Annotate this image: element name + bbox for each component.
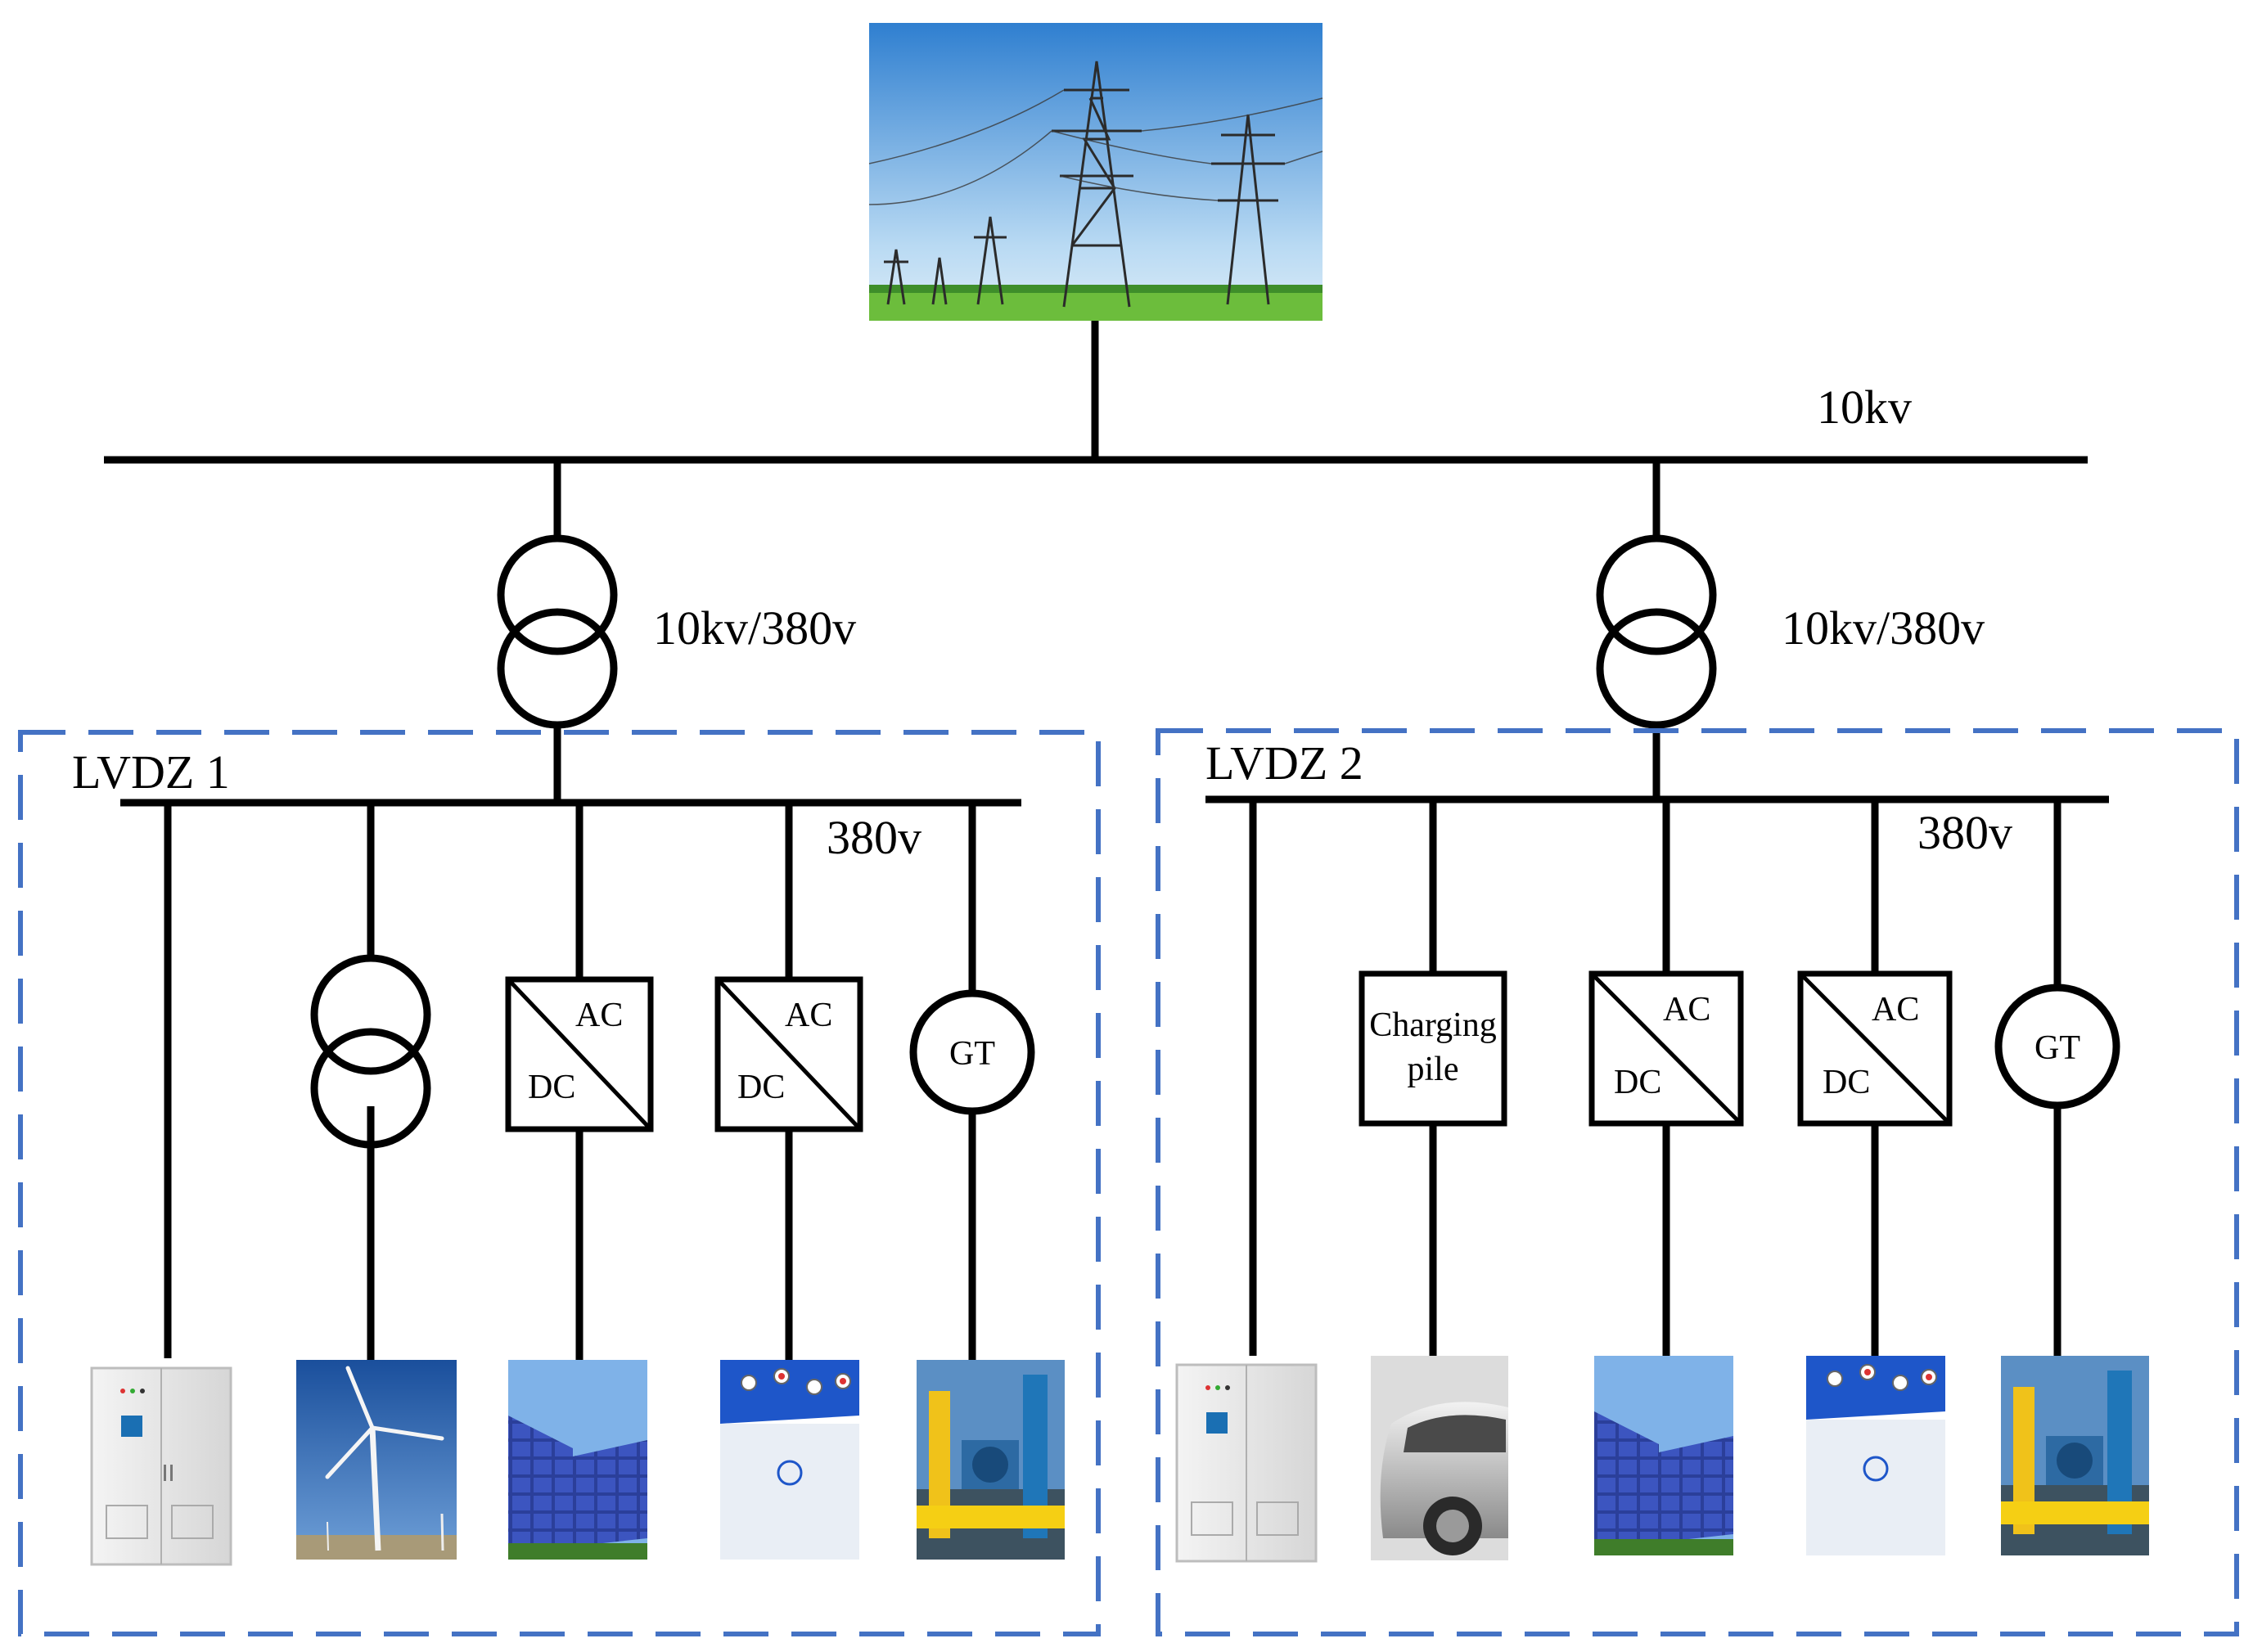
main-bus-voltage-label: 10kv (1817, 380, 1912, 434)
lvdz2-gas-turbine-label: GT (2034, 1029, 2080, 1067)
lvdz1-gas-turbine-label: GT (949, 1035, 995, 1073)
lvdz1-converter-2-ac-label: AC (785, 997, 832, 1034)
lvdz2-bus-voltage-label: 380v (1917, 806, 2012, 859)
zone-lvdz2-border (1156, 728, 2239, 1636)
zone-lvdz1-title: LVDZ 1 (72, 745, 230, 799)
lvdz2-converter-1-dc-label: DC (1614, 1064, 1661, 1101)
lvdz1-gas-turbine-photo (917, 1360, 1065, 1560)
lvdz2-converter-2-ac-label: AC (1872, 991, 1919, 1029)
transformer-right-icon (1596, 534, 1717, 729)
lvdz2-charging-pile-label-2: pile (1408, 1051, 1459, 1088)
lvdz2-charging-pile-label-1: Charging (1369, 1006, 1497, 1044)
lvdz2-gas-turbine-symbol (1994, 984, 2120, 1110)
lvdz1-transformer-icon (310, 954, 431, 1149)
power-lines (104, 321, 2109, 1360)
lvdz2-converter-1 (1588, 970, 1744, 1127)
lvdz2-battery-photo (1806, 1356, 1945, 1555)
lvdz2-gas-turbine-photo (2001, 1356, 2149, 1555)
lvdz1-converter-1-ac-label: AC (575, 997, 623, 1034)
zone-lvdz1-border (18, 730, 1101, 1636)
lvdz2-solar-panel-photo (1594, 1356, 1733, 1555)
lvdz1-converter-1-dc-label: DC (528, 1069, 575, 1106)
lvdz1-converter-1 (505, 976, 654, 1132)
lvdz1-wind-turbine-photo (296, 1360, 457, 1560)
transformer-right-ratio-label: 10kv/380v (1782, 601, 1985, 655)
lvdz2-electric-car-photo (1371, 1356, 1508, 1560)
lvdz2-converter-1-ac-label: AC (1663, 991, 1710, 1029)
lvdz1-solar-panel-photo (508, 1360, 647, 1560)
lvdz1-energy-cabinet-photo (90, 1366, 232, 1566)
lvdz1-gas-turbine-symbol (909, 989, 1035, 1115)
transformer-left-icon (497, 534, 618, 729)
lvdz2-converter-2 (1797, 970, 1953, 1127)
lvdz2-energy-cabinet-photo (1175, 1363, 1318, 1563)
transformer-left-ratio-label: 10kv/380v (653, 601, 856, 655)
lvdz1-converter-2-dc-label: DC (737, 1069, 785, 1106)
transmission-tower-photo (868, 23, 1323, 321)
lvdz1-battery-photo (720, 1360, 859, 1560)
lvdz2-charging-pile-box (1359, 970, 1507, 1127)
lvdz1-bus-voltage-label: 380v (827, 811, 921, 864)
lvdz1-converter-2 (714, 976, 863, 1132)
lvdz2-converter-2-dc-label: DC (1823, 1064, 1870, 1101)
zone-lvdz2-title: LVDZ 2 (1205, 736, 1363, 790)
